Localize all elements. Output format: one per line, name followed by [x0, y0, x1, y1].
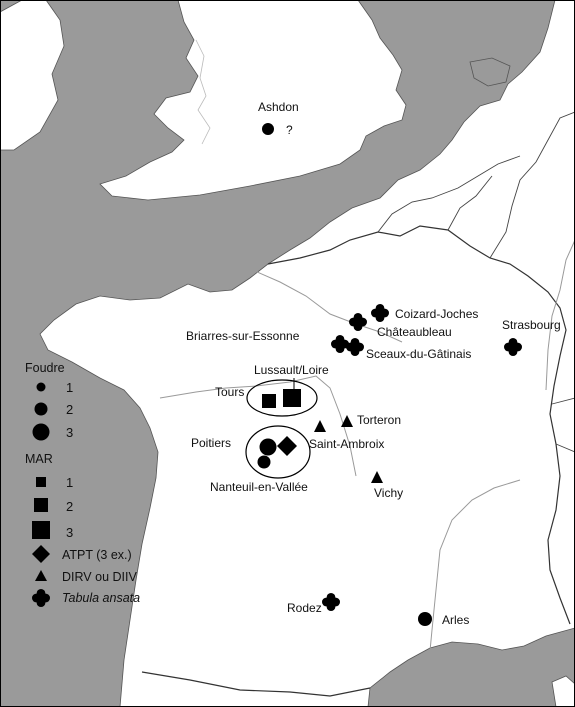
legend-foudre-title: Foudre [25, 361, 65, 375]
netherlands-coast [469, 57, 511, 87]
foudre-symbol-poitiers [259, 438, 277, 456]
mar-symbol-lussault-loire [283, 389, 301, 407]
rhone-river [427, 479, 521, 673]
site-label-saint-ambroix: Saint-Ambroix [309, 437, 384, 451]
legend-mar-1-label: 1 [66, 475, 73, 490]
island [551, 675, 575, 707]
site-label-nanteuil-en-vallee: Nanteuil-en-Vallée [210, 480, 308, 494]
great-britain-land [99, 0, 407, 201]
legend-foudre-3-symbol [32, 423, 50, 441]
legend-dirv-symbol [35, 570, 47, 581]
legend: Foudre 1 2 3 MAR 1 2 3 ATPT (3 ex.) DIRV… [25, 361, 140, 607]
seine-river [247, 267, 403, 343]
legend-foudre-2-label: 2 [66, 402, 73, 417]
site-label-tours: Tours [215, 385, 244, 399]
site-label-sceaux-du-gatinais: Sceaux-du-Gâtinais [366, 347, 471, 361]
legend-tabula-label: Tabula ansata [62, 591, 140, 605]
dirv-symbol-vichy [371, 471, 383, 483]
legend-mar-2-symbol [34, 498, 48, 512]
site-label-poitiers: Poitiers [191, 436, 231, 450]
legend-foudre-2-symbol [34, 402, 48, 416]
loire-river [159, 375, 357, 477]
legend-mar-3-symbol [32, 521, 50, 539]
dirv-symbol-torteron [341, 415, 353, 427]
legend-dirv-label: DIRV ou DIIV [62, 570, 137, 584]
continent-land [39, 0, 575, 707]
site-label-torteron: Torteron [357, 413, 401, 427]
france-border-spain [141, 671, 371, 697]
legend-foudre-1-label: 1 [66, 380, 73, 395]
poitiers-nanteuil-grouping [245, 425, 311, 479]
foudre-symbol-ashdon [262, 123, 274, 135]
legend-atpt-symbol [32, 545, 50, 563]
site-label-briarres-sur-essonne: Briarres-sur-Essonne [186, 329, 300, 343]
atpt-symbol [277, 436, 297, 456]
legend-foudre-1-symbol [36, 382, 46, 392]
site-label-coizard-joches: Coizard-Joches [395, 307, 478, 321]
site-label-lussault-loire: Lussault/Loire [254, 363, 329, 377]
dirv-symbol-saint-ambroix [314, 420, 326, 432]
site-label-vichy: Vichy [374, 486, 403, 500]
swiss-border [551, 397, 575, 453]
site-label-arles: Arles [442, 613, 469, 627]
site-label-chateaubleau: Châteaubleau [377, 325, 452, 339]
foudre-symbol-arles [418, 612, 432, 626]
site-label-rodez: Rodez [287, 601, 322, 615]
legend-mar-3-label: 3 [66, 525, 73, 540]
benelux-borders [377, 111, 575, 259]
tours-lussault-grouping [246, 379, 318, 417]
ireland-land [0, 0, 65, 151]
legend-foudre-3-label: 3 [66, 425, 73, 440]
legend-atpt-label: ATPT (3 ex.) [62, 548, 132, 562]
foudre-symbol-nanteuil-en-vallee [257, 455, 271, 469]
site-label-ashdon: Ashdon [258, 100, 299, 114]
legend-mar-2-label: 2 [66, 499, 73, 514]
site-label-strasbourg: Strasbourg [502, 318, 561, 332]
rhine-river [545, 239, 575, 391]
ashdon-query-mark: ? [286, 123, 293, 137]
mar-symbol-tours [262, 394, 276, 408]
wales-border [195, 39, 211, 145]
mediterranean-sea [367, 627, 575, 707]
legend-mar-1-symbol [36, 477, 46, 487]
legend-mar-title: MAR [25, 452, 53, 466]
